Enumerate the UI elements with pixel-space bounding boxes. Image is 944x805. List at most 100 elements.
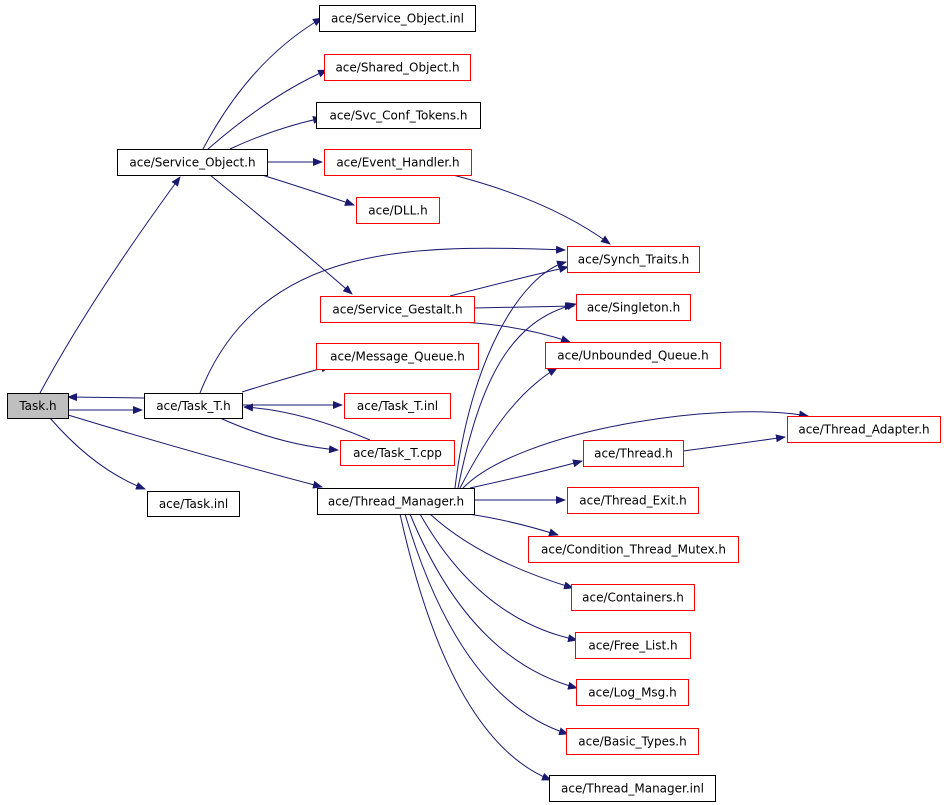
- node-service-object-h[interactable]: ace/Service_Object.h: [117, 149, 268, 176]
- node-box: [320, 296, 475, 323]
- edge-thread-manager-h-to-basic-types-h: [404, 513, 569, 736]
- edges: [39, 17, 809, 781]
- edge-thread-manager-h-to-free-list-h: [419, 513, 578, 643]
- node-unbounded-queue-h[interactable]: ace/Unbounded_Queue.h: [545, 342, 721, 369]
- node-task-t-inl[interactable]: ace/Task_T.inl: [344, 393, 451, 419]
- edge-service-object-h-to-service-gestalt-h: [209, 174, 353, 295]
- edge-thread-h-to-thread-adapter-h: [682, 434, 786, 452]
- node-task-h[interactable]: Task.h: [7, 393, 69, 419]
- node-label: ace/Thread_Exit.h: [579, 494, 686, 508]
- node-log-msg-h[interactable]: ace/Log_Msg.h: [576, 679, 689, 706]
- node-box: [787, 416, 941, 443]
- edge-task-t-cpp-to-task-t-h: [243, 403, 371, 441]
- node-label: ace/Thread.h: [594, 447, 673, 461]
- node-thread-manager-inl[interactable]: ace/Thread_Manager.inl: [549, 775, 716, 802]
- node-label: ace/Singleton.h: [587, 301, 680, 315]
- node-box: [528, 536, 739, 563]
- node-svc-conf-tokens-h[interactable]: ace/Svc_Conf_Tokens.h: [316, 102, 481, 129]
- edge-thread-manager-h-to-thread-adapter-h: [462, 410, 809, 489]
- edge-task-t-h-to-task-t-cpp: [219, 417, 339, 454]
- node-box: [324, 54, 471, 81]
- node-label: ace/Task_T.h: [156, 399, 231, 413]
- edge-thread-manager-h-to-singleton-h: [457, 302, 577, 489]
- node-thread-adapter-h[interactable]: ace/Thread_Adapter.h: [787, 416, 941, 443]
- node-containers-h[interactable]: ace/Containers.h: [571, 584, 695, 611]
- node-box: [356, 197, 440, 224]
- edge-task-h-to-thread-manager-h: [67, 414, 323, 489]
- edge-thread-manager-h-to-thread-h: [469, 459, 583, 489]
- edge-task-t-h-to-task-h: [67, 393, 145, 402]
- node-task-t-h[interactable]: ace/Task_T.h: [144, 393, 243, 419]
- node-box: [566, 728, 699, 755]
- node-label: ace/Thread_Manager.h: [328, 495, 464, 509]
- node-box: [567, 246, 700, 273]
- node-shared-object-h[interactable]: ace/Shared_Object.h: [324, 54, 471, 81]
- node-label: ace/Containers.h: [582, 591, 684, 605]
- node-thread-h[interactable]: ace/Thread.h: [583, 440, 684, 467]
- node-label: ace/Thread_Manager.inl: [561, 782, 704, 796]
- edge-task-h-to-service-object-h: [39, 176, 181, 394]
- node-label: Task.h: [18, 399, 56, 413]
- node-box: [545, 342, 721, 369]
- node-label: ace/Synch_Traits.h: [578, 253, 689, 267]
- node-singleton-h[interactable]: ace/Singleton.h: [576, 294, 691, 321]
- edge-service-object-h-to-dll-h: [261, 174, 355, 206]
- node-label: ace/Thread_Adapter.h: [798, 423, 929, 437]
- edge-thread-manager-h-to-condition-thread-mutex-h: [467, 513, 559, 537]
- nodes: Task.hace/Service_Object.hace/Task_T.hac…: [7, 5, 941, 802]
- node-task-inl[interactable]: ace/Task.inl: [147, 491, 240, 517]
- node-box: [7, 393, 69, 419]
- node-box: [144, 393, 243, 419]
- node-service-gestalt-h[interactable]: ace/Service_Gestalt.h: [320, 296, 475, 323]
- edge-thread-manager-h-to-log-msg-h: [409, 513, 578, 690]
- edge-thread-manager-h-to-synch-traits-h: [454, 260, 567, 489]
- edge-event-handler-h-to-synch-traits-h: [452, 174, 611, 245]
- node-box: [344, 393, 451, 419]
- node-box: [571, 584, 695, 611]
- node-label: ace/Shared_Object.h: [335, 61, 459, 75]
- edge-thread-manager-h-to-unbounded-queue-h: [459, 367, 558, 489]
- edge-service-object-h-to-service-object-inl: [202, 17, 323, 150]
- node-box: [319, 5, 476, 32]
- node-label: ace/Task.inl: [159, 497, 228, 511]
- edge-service-gestalt-h-to-unbounded-queue-h: [459, 321, 571, 343]
- edge-service-object-h-to-shared-object-h: [207, 69, 328, 150]
- node-event-handler-h[interactable]: ace/Event_Handler.h: [324, 149, 472, 176]
- node-box: [324, 149, 472, 176]
- node-free-list-h[interactable]: ace/Free_List.h: [575, 632, 691, 659]
- node-dll-h[interactable]: ace/DLL.h: [356, 197, 440, 224]
- node-box: [316, 343, 479, 370]
- node-box: [567, 487, 699, 514]
- node-box: [317, 488, 475, 515]
- node-box: [583, 440, 684, 467]
- node-label: ace/Message_Queue.h: [330, 350, 465, 364]
- node-synch-traits-h[interactable]: ace/Synch_Traits.h: [567, 246, 700, 273]
- node-box: [575, 632, 691, 659]
- node-message-queue-h[interactable]: ace/Message_Queue.h: [316, 343, 479, 370]
- edge-service-gestalt-h-to-synch-traits-h: [449, 265, 569, 297]
- node-task-t-cpp[interactable]: ace/Task_T.cpp: [340, 440, 455, 466]
- node-label: ace/Task_T.cpp: [353, 446, 442, 460]
- node-box: [576, 294, 691, 321]
- node-label: ace/Log_Msg.h: [588, 686, 676, 700]
- node-box: [316, 102, 481, 129]
- edge-task-t-h-to-synch-traits-h: [199, 245, 566, 394]
- node-thread-exit-h[interactable]: ace/Thread_Exit.h: [567, 487, 699, 514]
- node-label: ace/Basic_Types.h: [578, 735, 686, 749]
- node-box: [549, 775, 716, 802]
- node-service-object-inl[interactable]: ace/Service_Object.inl: [319, 5, 476, 32]
- node-basic-types-h[interactable]: ace/Basic_Types.h: [566, 728, 699, 755]
- node-label: ace/Service_Gestalt.h: [332, 303, 462, 317]
- node-label: ace/Event_Handler.h: [336, 156, 459, 170]
- node-label: ace/Unbounded_Queue.h: [557, 349, 708, 363]
- node-label: ace/Task_T.inl: [357, 399, 438, 413]
- node-label: ace/Condition_Thread_Mutex.h: [541, 543, 726, 557]
- node-condition-thread-mutex-h[interactable]: ace/Condition_Thread_Mutex.h: [528, 536, 739, 563]
- node-label: ace/Service_Object.h: [129, 156, 255, 170]
- edge-task-h-to-task-inl: [49, 417, 146, 490]
- edge-service-gestalt-h-to-singleton-h: [473, 302, 575, 311]
- edge-thread-manager-h-to-containers-h: [429, 513, 574, 590]
- node-box: [147, 491, 240, 517]
- node-thread-manager-h[interactable]: ace/Thread_Manager.h: [317, 488, 475, 515]
